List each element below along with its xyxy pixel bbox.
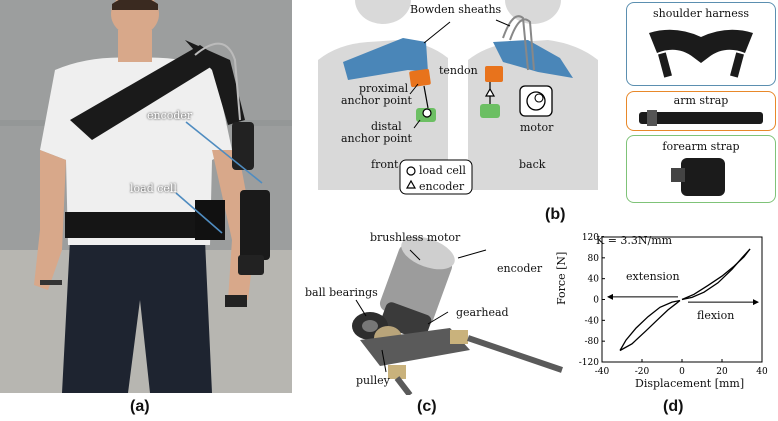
legend-load-cell: load cell [419,164,466,177]
panel-label-c: (c) [417,398,437,415]
hysteresis-curve-3 [681,248,751,301]
panel-label-d: (d) [663,398,684,415]
x-tick-label: 20 [716,367,728,377]
body-diagram [318,0,598,195]
pulley-label: pulley [356,374,390,387]
y-tick-label: 120 [582,233,599,243]
y-tick-label: 40 [588,275,600,285]
bowden-sheaths-label: Bowden sheaths [410,3,502,16]
exosuit-photo: encoder load cell [0,0,292,393]
y-tick-label: -80 [585,337,600,347]
gearhead-label: gearhead [456,306,509,319]
arm-strap-title: arm strap [673,94,729,107]
chart-y-axis-label: Force [N] [555,251,568,305]
distal-label-2: anchor point [341,132,412,145]
y-tick-label: -40 [585,316,600,326]
shoulder-harness-image [649,29,753,78]
ball-bearings-label: ball bearings [305,286,378,299]
motor-label: motor [520,121,554,134]
actuator-render [352,236,563,395]
y-tick-label: 0 [593,296,599,306]
force-displacement-chart: -40 -20 0 20 40 -120 -80 -40 0 40 80 120 [579,233,768,377]
arm-strap-image [639,110,763,126]
panel-label-a: (a) [130,398,150,415]
front-label: front [371,158,399,171]
hysteresis-curve-1 [619,299,681,351]
legend-encoder: encoder [419,180,465,193]
hysteresis-curve-0 [619,299,681,352]
arm-strap-card: arm strap [626,91,776,131]
x-tick-label: -20 [635,367,650,377]
forearm-strap-image [671,158,725,196]
flexion-annotation: flexion [697,309,735,322]
proximal-label-1: proximal [359,82,409,95]
distal-label-1: distal [371,120,402,133]
y-tick-label: 80 [588,254,600,264]
x-tick-label: 0 [679,367,685,377]
exosuit-photo-illustration [0,0,292,393]
proximal-label-2: anchor point [341,94,412,107]
brushless-motor-label: brushless motor [370,231,461,244]
hysteresis-curve-2 [681,248,751,301]
shoulder-harness-title: shoulder harness [652,7,750,20]
forearm-strap-title: forearm strap [662,140,740,153]
panel-label-b: (b) [545,206,566,223]
tendon-label: tendon [439,64,478,77]
shoulder-harness-card: shoulder harness [626,2,776,86]
back-label: back [519,158,546,171]
chart-x-axis-label: Displacement [mm] [635,377,745,390]
photo-encoder-label: encoder [147,109,193,122]
y-tick-label: -120 [579,358,599,368]
x-tick-label: -40 [595,367,610,377]
photo-load-cell-label: load cell [130,182,177,195]
extension-annotation: extension [626,270,680,283]
x-tick-label: 40 [756,367,768,377]
stiffness-annotation: K = 3.3N/mm [596,234,673,247]
actuator-encoder-label: encoder [497,262,543,275]
forearm-strap-card: forearm strap [626,135,776,203]
